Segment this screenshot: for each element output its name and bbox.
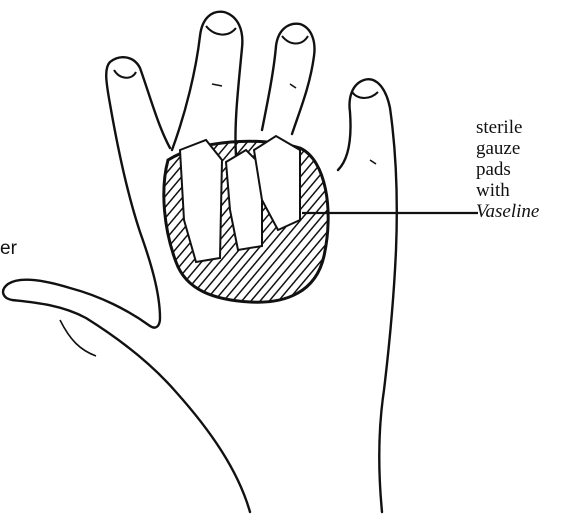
callout-line-2: gauze [476,138,564,159]
callout-label: sterile gauze pads with Vaseline [476,117,564,222]
callout-line-1: sterile [476,117,564,138]
index-finger [172,12,242,156]
callout-line-4: with [476,180,564,201]
left-edge-label-fragment: er [0,238,17,260]
callout-emphasis: Vaseline [476,201,564,222]
hand-outline-right [338,79,397,512]
callout-line-3: pads [476,159,564,180]
middle-finger [262,24,314,134]
